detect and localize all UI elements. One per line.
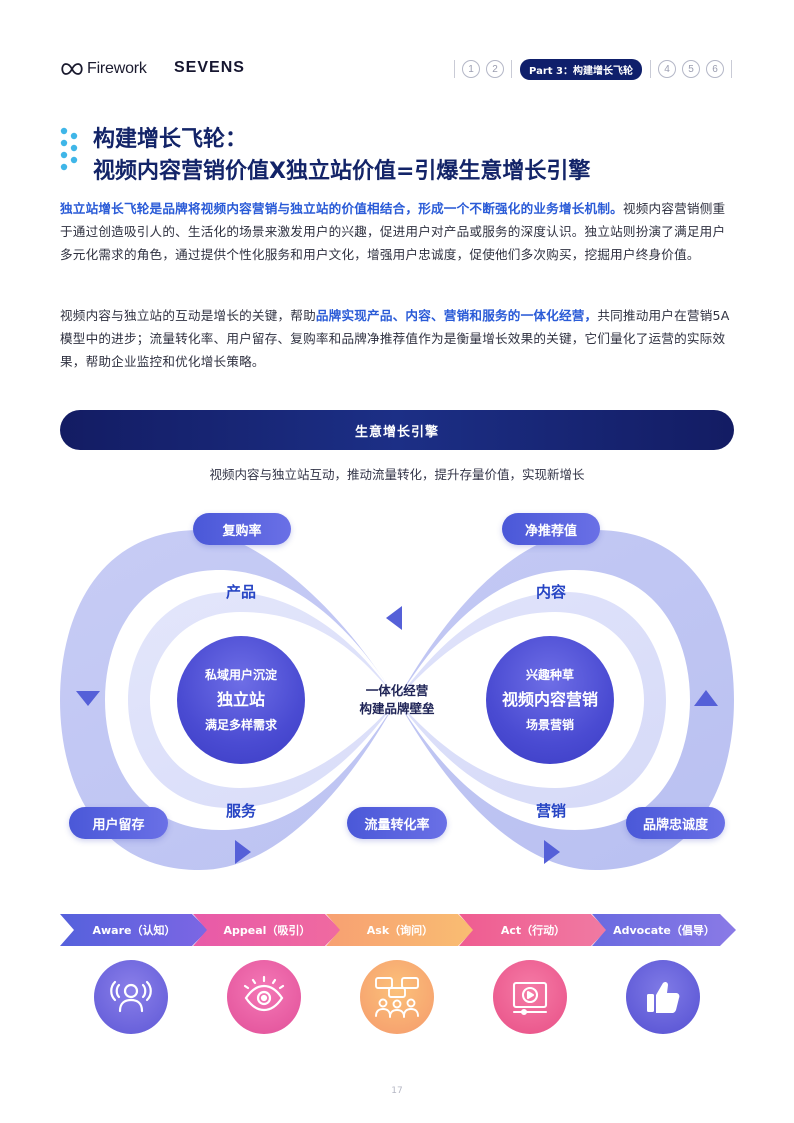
arrow-right-icon [544,840,560,864]
firework-logo: Firework [60,60,147,78]
engine-banner: 生意增长引擎 [60,410,734,450]
page-header: Firework SEVENS 1 2 Part 3：构建增长飞轮 4 5 6 [60,58,736,84]
metric-pill-conversion: 流量转化率 [347,807,447,839]
eye-icon [227,960,301,1034]
page-title-line-2: 视频内容营销价值X独立站价值=引爆生意增长引擎 [93,159,591,184]
arrow-right-icon [235,840,251,864]
stage-advocate: Advocate（倡导） [592,914,736,946]
intro-body: 视频内容营销侧重于通过创造吸引人的、生活化的场景来激发用户的兴趣，促进用户对产品… [60,201,726,262]
metric-pill-loyalty: 品牌忠诚度 [626,807,725,839]
center-label-line-1: 一体化经营 [365,683,429,698]
ring-label-service: 服务 [226,802,257,820]
nav-part-6[interactable]: 6 [706,60,724,78]
interaction-body-start: 视频内容与独立站的互动是增长的关键，帮助 [60,308,316,323]
interaction-paragraph: 视频内容与独立站的互动是增长的关键，帮助品牌实现产品、内容、营销和服务的一体化经… [60,304,736,373]
interaction-body-end: 共同推动用户在营销5A模型中的进步；流量转化率、用户留存、复购率和品牌净推荐值作… [60,308,730,369]
metric-pill-nps: 净推荐值 [502,513,600,545]
group-chat-icon [360,960,434,1034]
intro-highlight: 独立站增长飞轮是品牌将视频内容营销与独立站的价值相结合，形成一个不断强化的业务增… [60,201,623,216]
nav-divider [454,60,456,78]
arrow-left-icon [386,606,402,630]
nav-part-1[interactable]: 1 [462,60,481,78]
5a-stage-bar: Aware（认知） Appeal（吸引） Ask（询问） Act（行动） Adv… [60,914,736,946]
ring-label-content: 内容 [536,583,567,601]
core-right-main: 视频内容营销 [501,690,598,709]
nav-part-2[interactable]: 2 [486,60,505,78]
page-title-line-1: 构建增长飞轮： [93,127,248,152]
video-play-icon [493,960,567,1034]
nav-divider [731,60,732,78]
page-number: 17 [391,1086,403,1096]
stage-ask: Ask（询问） [326,914,474,946]
center-label-line-2: 构建品牌壁垒 [359,701,435,716]
growth-flywheel-diagram: 复购率 净推荐值 用户留存 流量转化率 品牌忠诚度 产品 内容 服务 营销 私域… [0,500,794,880]
stage-aware: Aware（认知） [60,914,208,946]
thumbs-up-icon [626,960,700,1034]
core-right-top: 兴趣种草 [525,668,574,682]
core-video-marketing: 兴趣种草 视频内容营销 场景营销 [486,636,614,764]
metric-pill-repurchase: 复购率 [193,513,291,545]
part-navigation: 1 2 Part 3：构建增长飞轮 4 5 6 [450,58,736,80]
center-label: 一体化经营 构建品牌壁垒 [340,682,454,718]
dot-pattern-icon [60,127,78,171]
nav-divider [511,60,513,78]
intro-paragraph: 独立站增长飞轮是品牌将视频内容营销与独立站的价值相结合，形成一个不断强化的业务增… [60,197,736,266]
core-left-bottom: 满足多样需求 [204,718,277,732]
arrow-up-icon [694,690,718,706]
arrow-down-icon [76,691,100,706]
nav-part-4[interactable]: 4 [658,60,676,78]
core-independent-site: 私域用户沉淀 独立站 满足多样需求 [177,636,305,764]
core-right-bottom: 场景营销 [525,718,574,732]
stage-appeal: Appeal（吸引） [193,914,341,946]
metric-pill-retention: 用户留存 [69,807,168,839]
core-left-top: 私域用户沉淀 [204,668,277,682]
nav-part-3-active[interactable]: Part 3：构建增长飞轮 [520,58,642,80]
ring-label-product: 产品 [226,583,257,601]
firework-brand-text: Firework [87,60,147,77]
ring-label-marketing: 营销 [536,802,567,820]
interaction-highlight: 品牌实现产品、内容、营销和服务的一体化经营， [315,308,598,323]
infinity-logo-icon [61,63,83,75]
nav-divider [650,60,651,78]
engine-subtitle: 视频内容与独立站互动，推动流量转化，提升存量价值，实现新增长 [209,467,585,482]
sevens-logo: SEVENS [174,59,245,76]
stage-act: Act（行动） [459,914,607,946]
nav-part-5[interactable]: 5 [682,60,700,78]
listening-person-icon [94,960,168,1034]
core-left-main: 独立站 [216,690,265,709]
